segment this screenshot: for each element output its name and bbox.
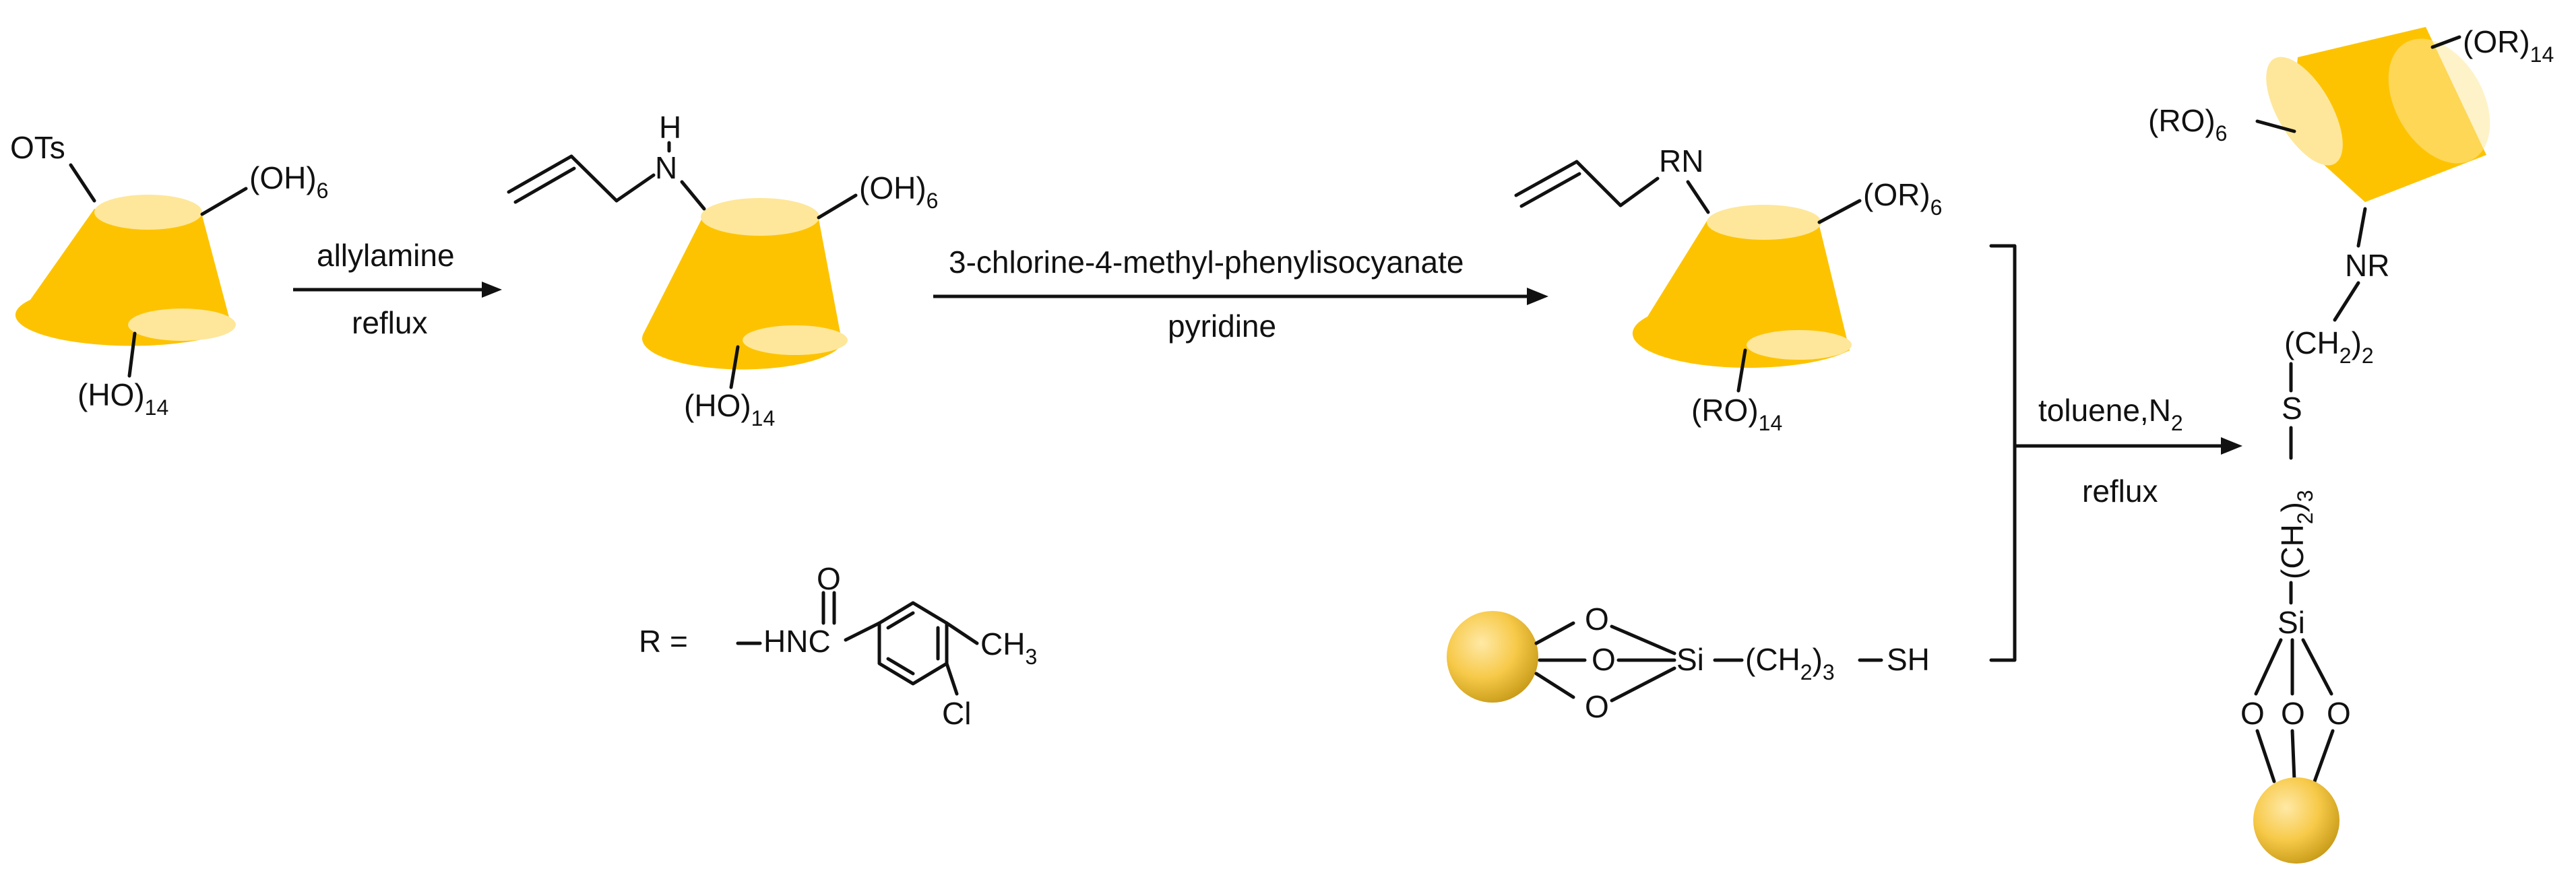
allyl-bond-1 <box>507 154 573 194</box>
toluene-label: toluene,N2 <box>2038 393 2183 435</box>
reaction-arrow-1: allylamine reflux <box>293 238 502 340</box>
o-mid-label: O <box>1592 642 1616 677</box>
amine-n-label: N <box>655 150 677 185</box>
allyl-bond-3 <box>615 173 656 203</box>
reflux-label-1: reflux <box>352 305 427 340</box>
arrow-1-head <box>482 282 502 298</box>
benzene-double-1 <box>886 611 915 630</box>
ro14-label: (RO)14 <box>1691 393 1782 435</box>
cl-label: Cl <box>942 696 971 731</box>
c-ring-bond <box>844 621 881 642</box>
silica-bead <box>2253 777 2339 864</box>
cone-top-rim <box>94 195 202 230</box>
compound-2-allylamino-cyclodextrin: N H (OH)6 (HO)14 <box>507 110 938 430</box>
arrow-2-head <box>1527 288 1548 305</box>
si-o-left <box>2254 638 2283 696</box>
ch3-label: CH3 <box>980 626 1037 669</box>
ho-bond <box>127 331 137 378</box>
ho14-label: (HO)14 <box>684 388 775 430</box>
ho-bond <box>729 345 740 389</box>
chloro-bond <box>945 661 959 696</box>
bracket <box>1989 244 2017 662</box>
allyl-bond-1b <box>513 166 576 204</box>
ch2-3-label: (CH2)3 <box>2275 490 2317 579</box>
or14-bond <box>2430 35 2461 49</box>
cone-top-rim <box>1707 205 1821 240</box>
s-label: S <box>2282 391 2302 426</box>
chain-label: (CH2)3 <box>1745 642 1835 684</box>
compound-3-carbamoylated-cyclodextrin: RN (OR)6 (RO)14 <box>1514 143 1942 435</box>
allylamine-label: allylamine <box>317 238 455 273</box>
sh-label: SH <box>1887 642 1930 677</box>
si-o-bot <box>1610 666 1676 703</box>
carbonyl-o-label: O <box>817 561 841 596</box>
ro-bond <box>1736 348 1747 393</box>
allyl-bond-1b <box>1519 172 1581 208</box>
reflux-label-3: reflux <box>2082 474 2158 509</box>
ro6-label: (RO)6 <box>2148 103 2227 146</box>
isocyanate-label: 3-chlorine-4-methyl-phenylisocyanate <box>949 245 1464 280</box>
si-label: Si <box>1676 642 1704 677</box>
n-cd-bond <box>1686 180 1710 214</box>
amine-h-label: H <box>659 110 681 145</box>
arrow-3-head <box>2221 437 2242 455</box>
methyl-bond <box>945 621 979 645</box>
ro6-bond <box>2255 119 2296 133</box>
ots-label: OTs <box>10 130 65 165</box>
o-bead-left <box>2255 729 2276 783</box>
o-bot-label: O <box>1585 689 1609 724</box>
cone-bottom-rim <box>743 325 848 355</box>
o-bond-bot <box>1534 672 1575 699</box>
allyl-bond-2 <box>569 154 619 203</box>
reaction-arrow-2: 3-chlorine-4-methyl-phenylisocyanate pyr… <box>933 245 1548 344</box>
cd-nr-bond <box>2356 207 2367 248</box>
reaction-arrow-3: toluene,N2 reflux <box>1989 244 2242 662</box>
o-bead-mid <box>2290 729 2296 782</box>
ch2-2-label: (CH2)2 <box>2284 325 2374 368</box>
or-bond <box>1817 199 1862 224</box>
oh6-label: (OH)6 <box>249 160 328 203</box>
allyl-bond-2 <box>1575 160 1623 207</box>
or14-label: (OR)14 <box>2463 24 2554 67</box>
o-right-label: O <box>2327 696 2351 731</box>
cone-bottom-rim <box>1747 330 1852 360</box>
cone-bottom-rim <box>128 309 236 341</box>
r-group-definition: R = HNC O CH3 Cl <box>639 561 1037 731</box>
o-mid-label: O <box>2281 696 2305 731</box>
silica-bead <box>1447 611 1538 703</box>
o-bond-top <box>1534 621 1575 645</box>
n-cd-bond <box>680 180 706 211</box>
benzene-double-3 <box>886 657 915 676</box>
cone-top-rim <box>2266 57 2343 166</box>
allyl-bond-1 <box>1514 160 1579 197</box>
r-equals-label: R = <box>639 624 688 659</box>
oh-bond <box>817 193 858 220</box>
si-o-top <box>1610 624 1676 655</box>
oh-bond <box>200 187 248 216</box>
cone-top-rim <box>701 198 819 236</box>
or6-label: (OR)6 <box>1863 177 1942 220</box>
rn-label: RN <box>1659 143 1703 179</box>
o-left-label: O <box>2240 696 2265 731</box>
nr-ch2-bond <box>2333 281 2360 322</box>
compound-1-tosyl-cyclodextrin: OTs (OH)6 (HO)14 <box>10 130 328 420</box>
pyridine-label: pyridine <box>1168 309 1276 344</box>
nr-label: NR <box>2345 248 2389 283</box>
oh6-label: (OH)6 <box>859 170 938 213</box>
silica-thiol-reagent: O O O Si (CH2)3 SH <box>1447 602 1930 724</box>
cone-right-rim <box>2388 38 2490 164</box>
si-o-right <box>2301 638 2333 696</box>
allyl-bond-3 <box>1619 176 1660 207</box>
hnc-label: HNC <box>763 624 831 659</box>
product-cd-silica: (OR)14 (RO)6 NR (CH2)2 S (CH2)3 Si O O O <box>2148 24 2554 864</box>
o-bead-right <box>2313 729 2335 783</box>
ots-bond <box>69 163 96 203</box>
ho14-label: (HO)14 <box>77 377 168 420</box>
o-top-label: O <box>1585 602 1609 637</box>
si-label: Si <box>2277 605 2305 640</box>
